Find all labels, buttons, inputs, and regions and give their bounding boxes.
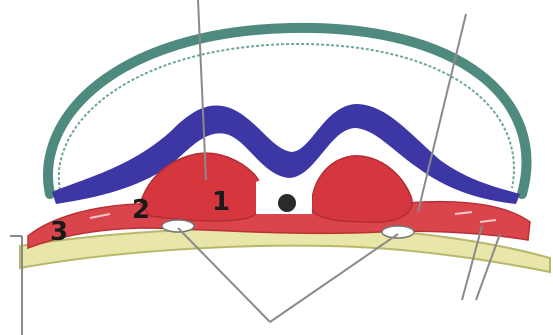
- label-3: 3: [50, 217, 68, 247]
- vessel-right: [382, 226, 414, 238]
- label-2: 2: [132, 195, 150, 225]
- label-1: 1: [212, 187, 230, 217]
- center-dot: [278, 194, 296, 212]
- leader-bottom-right-vessel: [270, 234, 398, 322]
- vessel-left: [162, 220, 194, 232]
